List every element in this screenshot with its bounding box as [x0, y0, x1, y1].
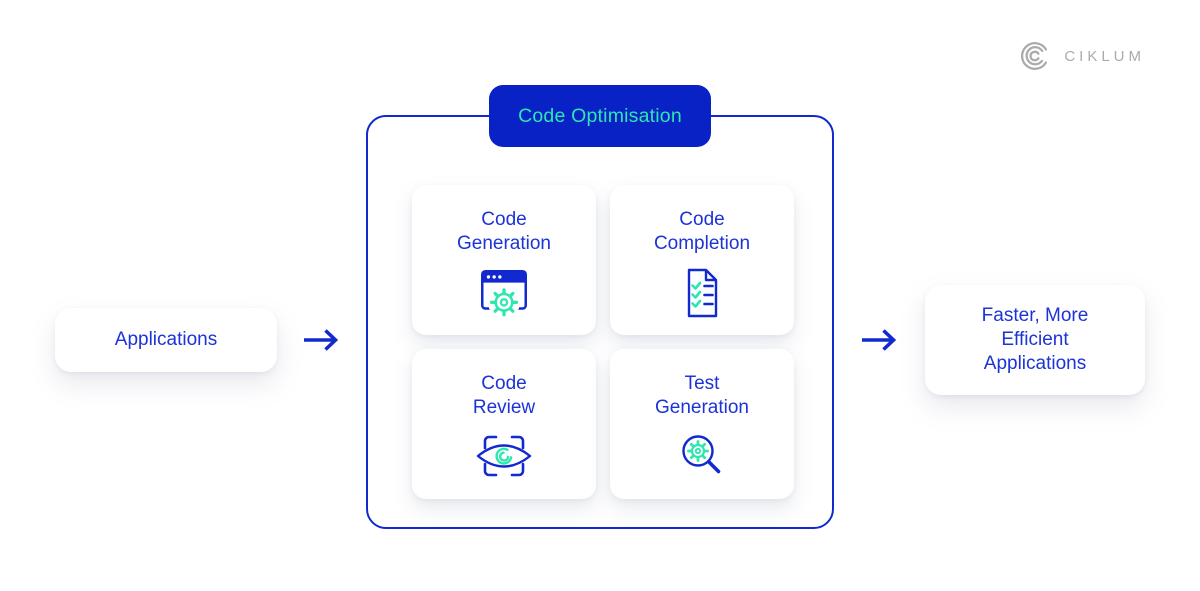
- applications-input-card: Applications: [55, 308, 277, 372]
- code-optimisation-pill: Code Optimisation: [489, 85, 711, 147]
- code-generation-card: Code Generation: [412, 185, 596, 335]
- code-completion-title: Code Completion: [653, 209, 751, 254]
- browser-gear-icon: [475, 265, 533, 321]
- eye-scan-icon: [472, 429, 536, 483]
- right-arrow-icon: [859, 325, 899, 355]
- code-review-card: Code Review: [412, 349, 596, 499]
- brand-name: CIKLUM: [1064, 47, 1145, 65]
- test-generation-title: Test Generation: [654, 373, 749, 418]
- brand-logo: CIKLUM: [1016, 37, 1145, 75]
- applications-label: Applications: [114, 329, 218, 350]
- result-output-card: Faster, More Efficient Applications: [925, 285, 1145, 395]
- code-completion-card: Code Completion: [610, 185, 794, 335]
- document-checklist-icon: [674, 265, 730, 321]
- magnifier-gear-icon: [674, 429, 730, 485]
- code-generation-title: Code Generation: [456, 209, 551, 254]
- code-optimisation-title: Code Optimisation: [518, 104, 682, 127]
- code-review-title: Code Review: [472, 373, 536, 418]
- result-label: Faster, More Efficient Applications: [981, 305, 1089, 374]
- ciklum-arcs-icon: [1016, 37, 1054, 75]
- code-optimisation-container: Code Generation Code Completion: [366, 115, 834, 529]
- test-generation-card: Test Generation: [610, 349, 794, 499]
- right-arrow-icon: [301, 325, 341, 355]
